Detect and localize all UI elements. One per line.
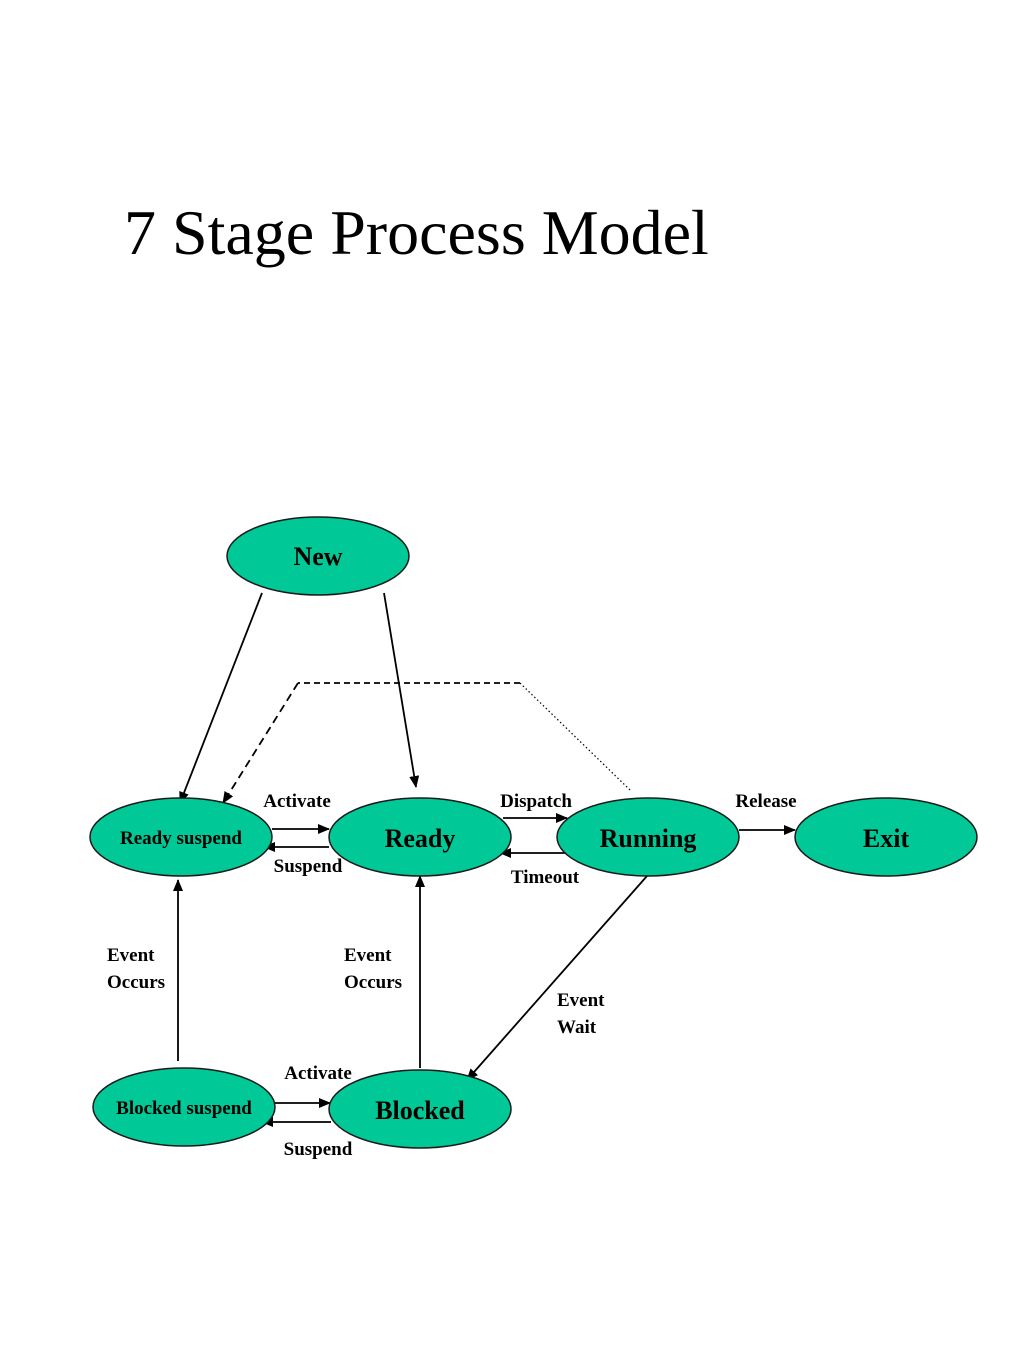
running-to-ready-suspend-dashed-arrow	[222, 682, 299, 804]
node-blocked-label: Blocked	[375, 1096, 465, 1125]
node-running-label: Running	[600, 824, 697, 853]
label-suspend-bottom: Suspend	[284, 1139, 353, 1160]
label-release: Release	[735, 791, 796, 812]
arrow-new-to-ready	[383, 592, 420, 788]
page-title: 7 Stage Process Model	[124, 197, 709, 268]
label-activate-bottom: Activate	[284, 1063, 352, 1084]
node-ready-suspend: Ready suspend	[89, 797, 273, 877]
node-blocked-suspend-label: Blocked suspend	[116, 1098, 252, 1119]
node-ready: Ready	[328, 797, 512, 877]
label-event-occurs-left-line1: Event	[107, 945, 155, 966]
node-exit-label: Exit	[863, 824, 910, 853]
label-event-wait-line1: Event	[557, 990, 605, 1011]
node-exit: Exit	[794, 797, 978, 877]
label-timeout: Timeout	[511, 867, 580, 888]
label-event-occurs-mid-line2: Occurs	[344, 972, 402, 993]
label-activate-top: Activate	[263, 791, 331, 812]
node-ready-suspend-label: Ready suspend	[120, 828, 242, 849]
node-blocked: Blocked	[328, 1069, 512, 1149]
label-dispatch: Dispatch	[500, 791, 572, 812]
node-new-label: New	[293, 542, 342, 571]
arrow-new-to-ready-suspend	[179, 592, 263, 804]
node-ready-label: Ready	[385, 824, 456, 853]
running-to-ready-suspend-dotted-line	[519, 682, 631, 791]
label-suspend-top: Suspend	[274, 856, 343, 877]
label-event-occurs-mid-line1: Event	[344, 945, 392, 966]
arrow-event-wait	[466, 875, 648, 1081]
node-new: New	[226, 516, 410, 596]
label-event-occurs-left-line2: Occurs	[107, 972, 165, 993]
node-blocked-suspend: Blocked suspend	[92, 1067, 276, 1147]
node-running: Running	[556, 797, 740, 877]
label-event-wait-line2: Wait	[557, 1017, 597, 1038]
